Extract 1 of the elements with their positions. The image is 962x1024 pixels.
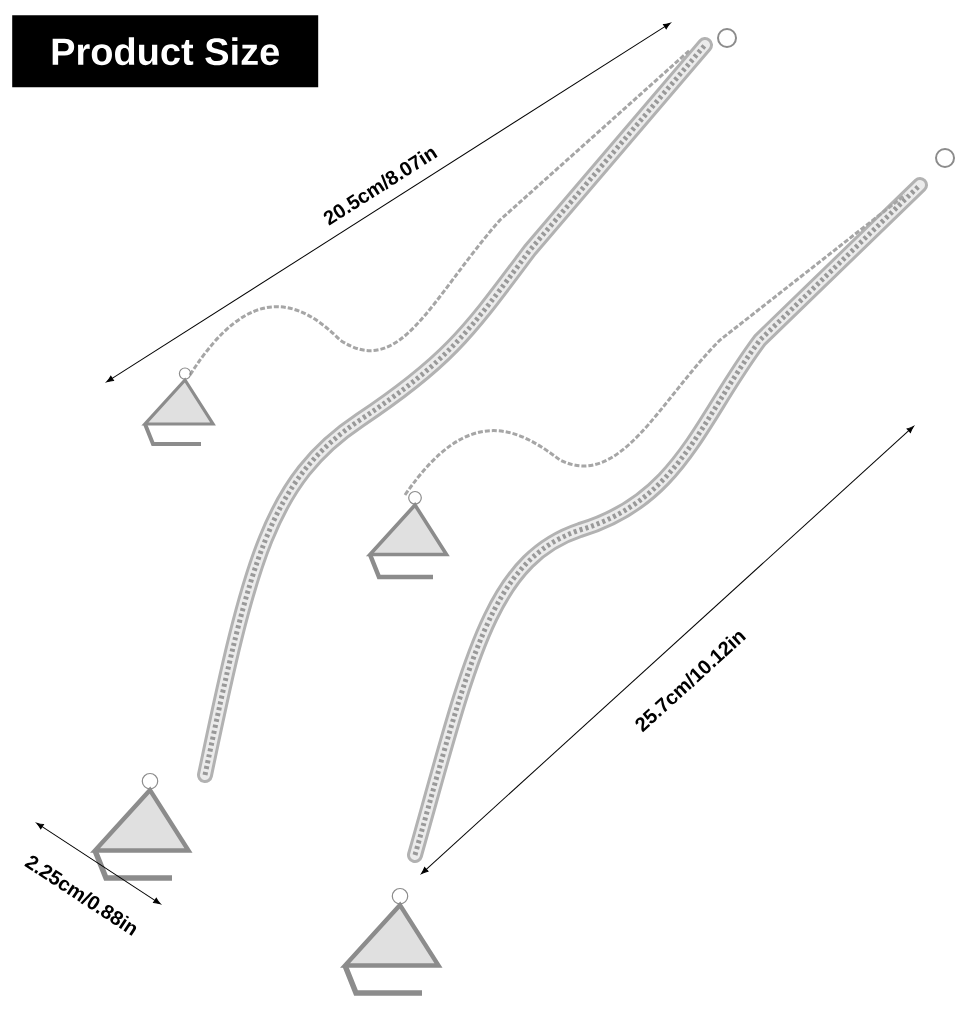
title-banner: Product Size bbox=[12, 15, 319, 88]
